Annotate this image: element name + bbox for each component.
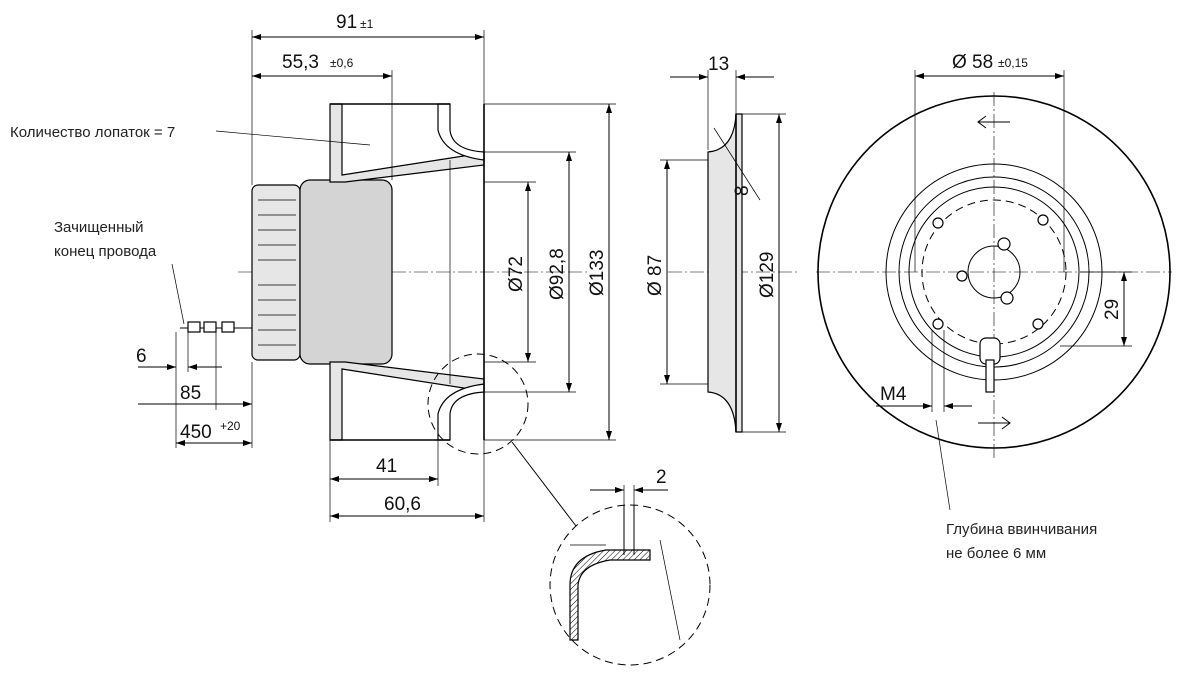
dim-d129: Ø129 bbox=[757, 252, 778, 298]
dim-91-tol: ±1 bbox=[360, 17, 374, 31]
dim-2: 2 bbox=[656, 467, 667, 488]
side-view bbox=[180, 103, 590, 527]
side-view-dimensions bbox=[138, 30, 616, 522]
dim-8: 8 bbox=[732, 185, 753, 196]
depth-note-1: Глубина ввинчивания bbox=[946, 521, 1097, 538]
wire-note-2: конец провода bbox=[54, 243, 157, 260]
dim-91: 91 bbox=[336, 12, 357, 33]
dim-55: 55,3 bbox=[282, 52, 319, 73]
front-view bbox=[816, 70, 1172, 511]
dim-450: 450 bbox=[180, 422, 212, 443]
wire-note-1: Зачищенный bbox=[54, 219, 144, 236]
dim-d58-tol: ±0,15 bbox=[998, 56, 1028, 70]
dim-55-tol: ±0,6 bbox=[330, 56, 354, 70]
dim-13: 13 bbox=[708, 54, 729, 75]
depth-note-2: не более 6 мм bbox=[946, 545, 1046, 562]
dim-85: 85 bbox=[180, 383, 201, 404]
detail-view bbox=[549, 485, 711, 666]
dim-60: 60,6 bbox=[384, 494, 421, 515]
dim-29: 29 bbox=[1102, 299, 1123, 320]
dim-d133: Ø133 bbox=[587, 250, 608, 296]
dim-41: 41 bbox=[376, 456, 397, 477]
dim-450-tol: +20 bbox=[220, 419, 241, 433]
labels: 91 ±1 55,3 ±0,6 Количество лопаток = 7 З… bbox=[10, 12, 1123, 562]
dim-d72: Ø72 bbox=[506, 256, 527, 292]
dim-6: 6 bbox=[136, 346, 147, 367]
dim-d92: Ø92,8 bbox=[547, 248, 568, 300]
dim-d87: Ø 87 bbox=[645, 255, 666, 296]
inlet-ring-view bbox=[660, 70, 800, 433]
blades-note: Количество лопаток = 7 bbox=[10, 124, 175, 141]
dim-d58: Ø 58 bbox=[952, 52, 993, 73]
dim-m4: M4 bbox=[880, 384, 907, 405]
